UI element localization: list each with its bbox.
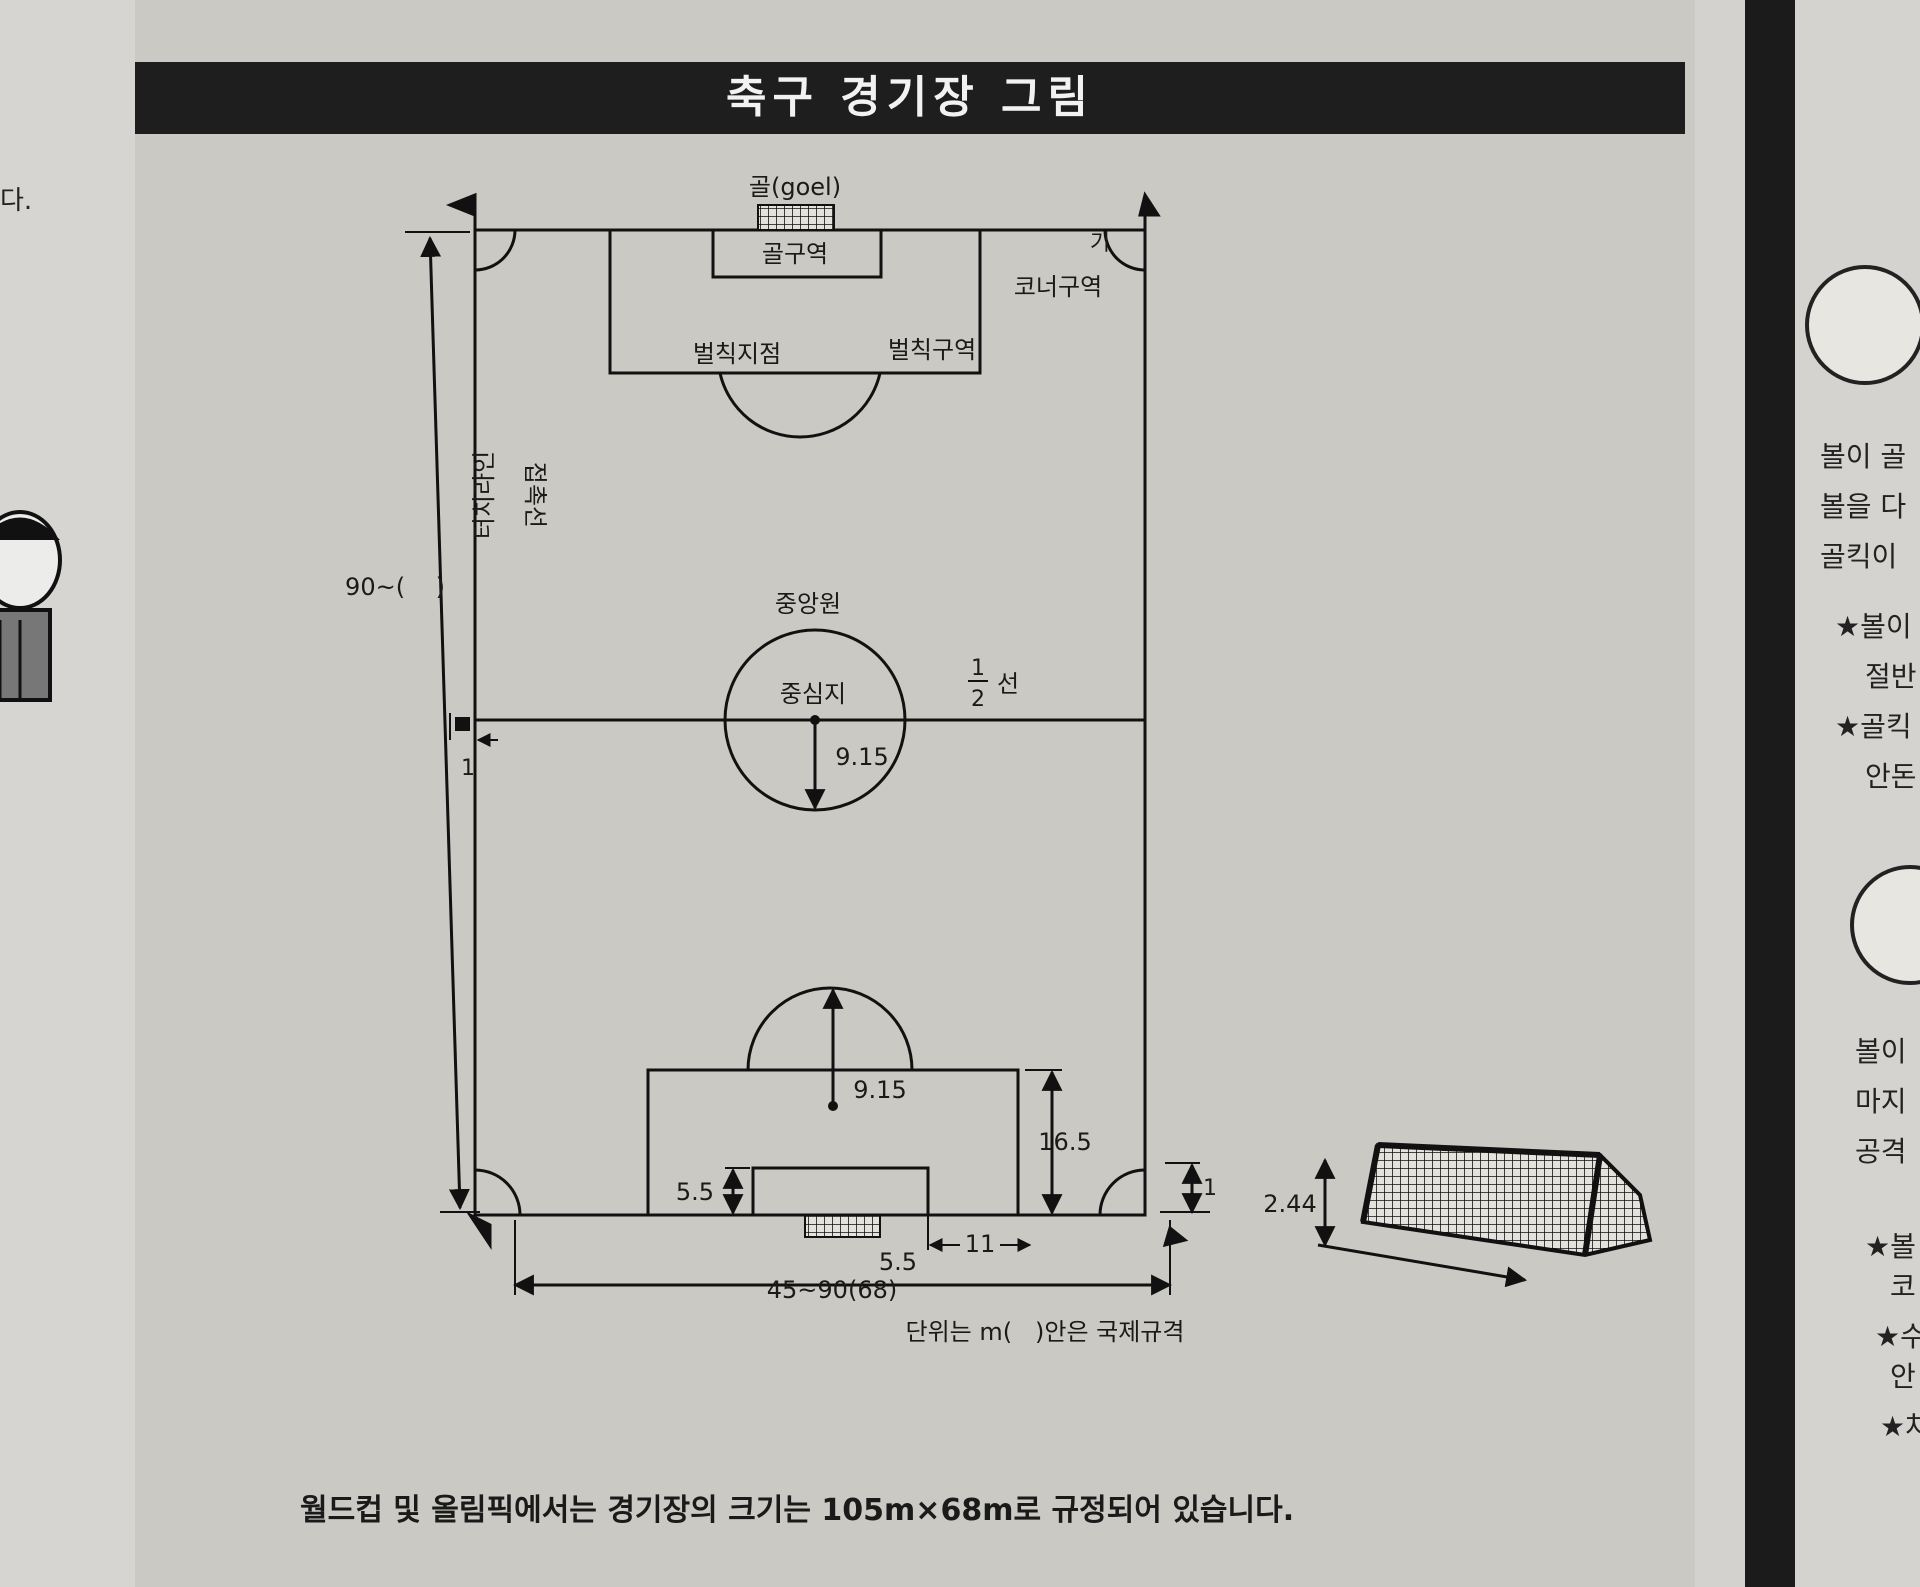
corner-flag-icon: [1138, 191, 1161, 217]
penalty-spot: [828, 1101, 838, 1111]
touchline-alt-label: 접촉선: [521, 462, 549, 528]
penalty-mark-distance-label: 11: [965, 1230, 996, 1258]
center-circle-label: 중앙원: [775, 590, 841, 618]
left-page-text: 다.: [0, 186, 33, 216]
right-text-line: 안: [1890, 1360, 1916, 1393]
soccer-ball-icon: [1805, 265, 1920, 385]
goal-height-label: 2.44: [1263, 1190, 1316, 1218]
goal-net-top: [757, 204, 835, 231]
right-text-line: 절반: [1865, 660, 1917, 693]
right-text-line: ★골킥: [1835, 710, 1912, 743]
touchline-label: 터치라인: [470, 451, 498, 539]
field-boundary: [473, 228, 1147, 1217]
main-page: [135, 0, 1695, 1587]
corner-flag-icon: [445, 192, 477, 218]
corner-radius-label: 1: [1203, 1176, 1217, 1201]
corner-arc: [474, 229, 517, 272]
goal-area-bottom: [751, 1166, 930, 1217]
length-dimension: [420, 235, 470, 1211]
halfway-mark-label: 1: [461, 756, 475, 781]
page-gutter: [1745, 0, 1795, 1587]
center-spot-label: 중심지: [780, 680, 846, 708]
length-label: 90~( ): [345, 573, 445, 601]
right-text-line: 마지: [1855, 1085, 1907, 1118]
penalty-arc-top: [718, 372, 882, 439]
right-text-line: 골킥이: [1820, 540, 1898, 573]
center-radius-label: 9.15: [835, 743, 888, 771]
footer-note: 월드컵 및 올림픽에서는 경기장의 크기는 105m×68m로 규정되어 있습니…: [300, 1493, 1295, 1528]
right-text-line: ★볼: [1865, 1230, 1916, 1263]
penalty-spot-label: 벌칙지점: [693, 340, 781, 368]
goal-label: 골(goel): [749, 173, 841, 201]
goal-illustration: [1360, 1142, 1653, 1258]
right-text-line: 코: [1890, 1270, 1916, 1303]
goal-area-depth-label: 5.5: [676, 1178, 714, 1206]
width-label: 45~90(68): [767, 1276, 897, 1304]
right-text-line: 공격: [1855, 1135, 1907, 1168]
half-denominator: 2: [971, 687, 985, 712]
goal-area-side-label: 5.5: [879, 1248, 917, 1276]
page-title: 축구 경기장 그림: [726, 72, 1094, 123]
center-spot: [810, 715, 820, 725]
flag-label: 기: [1090, 231, 1110, 256]
corner-area-label: 코너구역: [1014, 273, 1102, 301]
right-text-line: 볼을 다: [1820, 490, 1907, 523]
right-text-line: 볼이: [1855, 1035, 1907, 1068]
right-page: 볼이 골 볼을 다 골킥이 ★볼이 절반 ★골킥 안돈 볼이 마지 공격 ★볼 …: [1795, 0, 1920, 1587]
cartoon-figure-icon: [0, 510, 62, 702]
penalty-arc-bottom: [746, 986, 914, 1071]
corner-flag-icon: [1162, 1225, 1189, 1248]
corner-arc: [474, 1168, 522, 1216]
right-text-line: ★볼이: [1835, 610, 1912, 643]
corner-arc: [1098, 1168, 1146, 1216]
half-numerator: 1: [971, 656, 985, 681]
goal-net-bottom: [804, 1214, 881, 1238]
penalty-area-label: 벌칙구역: [888, 336, 976, 364]
unit-note: 단위는 m( )안은 국제규격: [906, 1318, 1185, 1346]
title-bar: 축구 경기장 그림: [135, 62, 1685, 134]
right-text-line: ★차: [1880, 1410, 1920, 1443]
half-line-label: 선: [997, 670, 1019, 698]
right-text-line: ★수: [1875, 1320, 1920, 1353]
corner-arc: [1103, 229, 1146, 272]
penalty-radius-label: 9.15: [853, 1076, 906, 1104]
penalty-depth-label: 16.5: [1038, 1128, 1091, 1156]
left-page: 다.: [0, 0, 135, 1587]
right-text-line: 볼이 골: [1820, 440, 1907, 473]
goal-area-label: 골구역: [762, 240, 828, 268]
right-text-line: 안돈: [1865, 760, 1917, 793]
corner-flag-icon: [465, 1211, 492, 1250]
